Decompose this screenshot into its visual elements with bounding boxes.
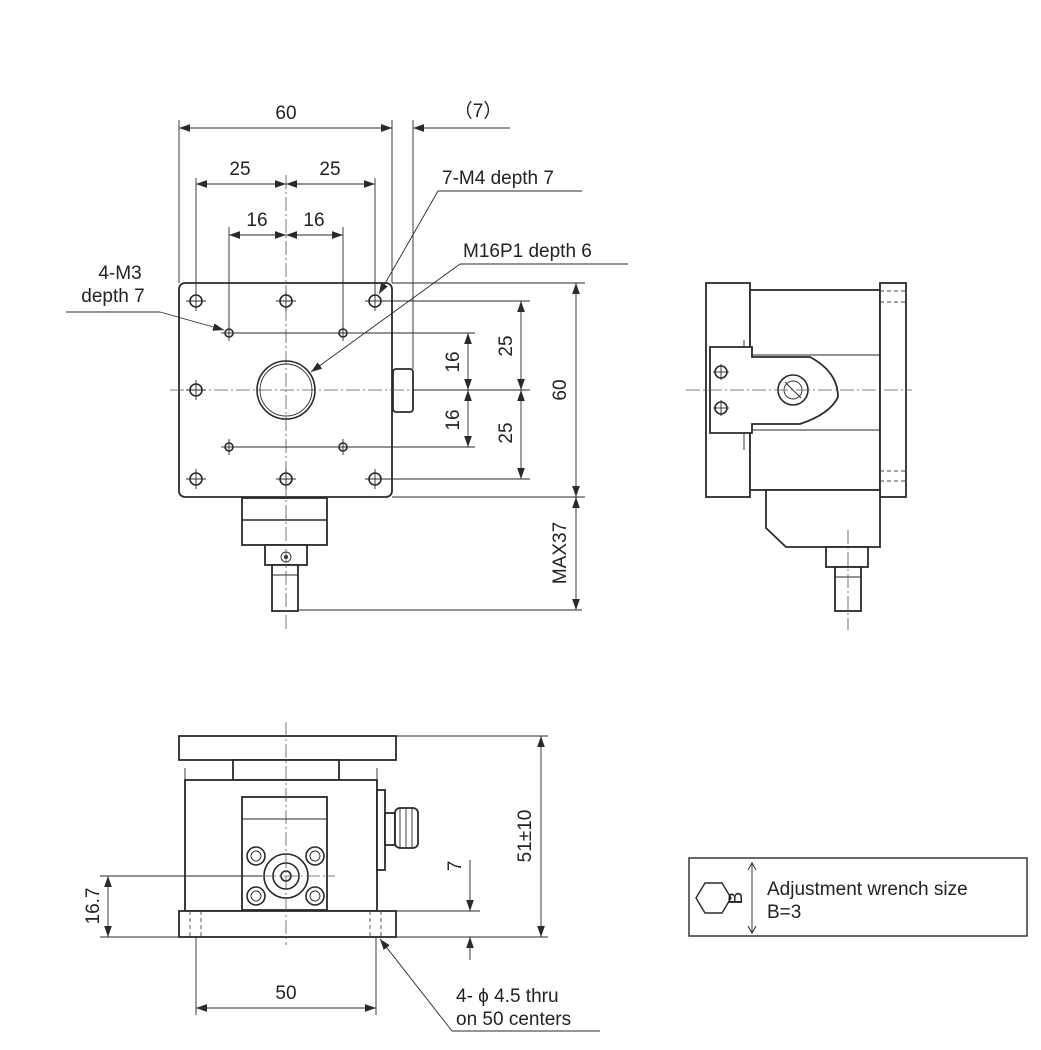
dim-16-right: 16 bbox=[303, 210, 324, 231]
note-holes-line2: on 50 centers bbox=[456, 1009, 571, 1030]
note-m4: 7-M4 depth 7 bbox=[442, 168, 554, 189]
dim-height-60: 60 bbox=[550, 379, 571, 400]
dim-width-60: 60 bbox=[275, 103, 296, 124]
dim-25-right: 25 bbox=[319, 159, 340, 180]
dim-7-ref: （7） bbox=[454, 100, 503, 122]
top-view: 60 （7） 25 25 16 16 7-M4 depth 7 M16P1 de… bbox=[66, 100, 628, 630]
dim-16-lower: 16 bbox=[443, 409, 464, 430]
side-view bbox=[686, 282, 912, 630]
front-base-plate bbox=[178, 910, 397, 938]
front-view: 16.7 50 51±10 7 4- ϕ 4.5 thru on 50 cent… bbox=[83, 722, 600, 1032]
front-top-plate bbox=[178, 735, 397, 761]
micrometer-housing bbox=[241, 497, 328, 546]
dim-25-left: 25 bbox=[229, 159, 250, 180]
dim-max37: MAX37 bbox=[550, 522, 571, 584]
dim-51-10: 51±10 bbox=[515, 810, 536, 863]
hex-b-label: B bbox=[726, 892, 747, 905]
note-m3-line2: depth 7 bbox=[81, 286, 144, 307]
dim-7: 7 bbox=[445, 861, 466, 872]
lock-knob bbox=[392, 368, 414, 413]
note-m3-line1: 4-M3 bbox=[98, 263, 141, 284]
wrench-size-box: B Adjustment wrench size B=3 bbox=[688, 857, 1028, 937]
wrench-line1: Adjustment wrench size bbox=[767, 879, 968, 900]
front-lock-knob bbox=[394, 807, 419, 849]
dim-16-upper: 16 bbox=[443, 351, 464, 372]
note-holes-line1: 4- ϕ 4.5 thru bbox=[456, 986, 559, 1007]
dim-25-lower: 25 bbox=[496, 422, 517, 443]
micrometer-spindle bbox=[271, 564, 299, 612]
dim-16-left: 16 bbox=[246, 210, 267, 231]
dim-16-7: 16.7 bbox=[83, 888, 104, 925]
wrench-line2: B=3 bbox=[767, 902, 801, 923]
dim-25-upper: 25 bbox=[496, 335, 517, 356]
dim-50: 50 bbox=[275, 983, 296, 1004]
note-m16: M16P1 depth 6 bbox=[463, 241, 592, 262]
center-bore bbox=[256, 360, 316, 420]
side-micrometer-housing bbox=[765, 489, 881, 548]
hex-wrench-icon bbox=[695, 882, 732, 914]
